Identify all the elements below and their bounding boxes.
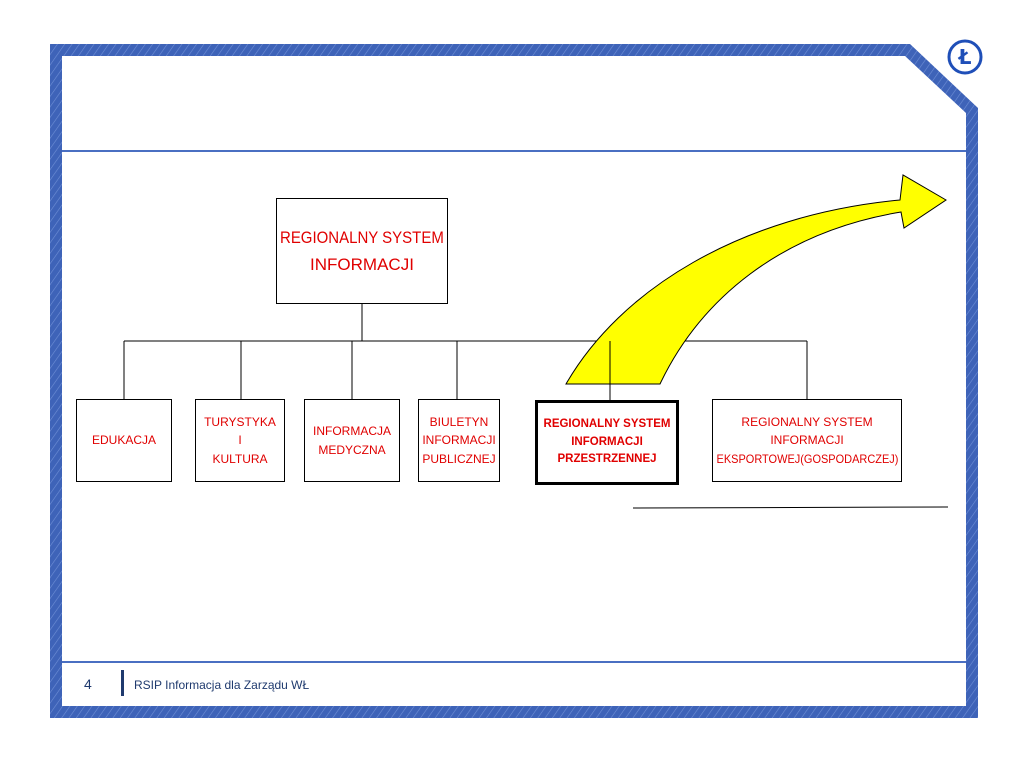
child-box-informacja-medyczna: INFORMACJA MEDYCZNA — [304, 399, 400, 482]
child-label: REGIONALNY SYSTEM — [741, 414, 873, 429]
logo-icon: Ł — [947, 39, 983, 75]
child-label: REGIONALNY SYSTEM — [543, 417, 671, 430]
page-number: 4 — [84, 676, 92, 692]
child-box-edukacja: EDUKACJA — [76, 399, 172, 482]
child-box-biuletyn: BIULETYN INFORMACJI PUBLICZNEJ — [418, 399, 500, 482]
underline-rule — [632, 506, 949, 509]
frame-border — [50, 44, 978, 718]
child-label: MEDYCZNA — [318, 442, 386, 457]
connectors — [123, 304, 808, 399]
child-box-eksportowa: REGIONALNY SYSTEM INFORMACJI EKSPORTOWEJ… — [712, 399, 902, 482]
root-line-1: REGIONALNY SYSTEM — [280, 227, 444, 247]
child-label: EKSPORTOWEJ(GOSPODARCZEJ) — [716, 451, 898, 466]
arrow-shape — [565, 174, 947, 385]
child-label: INFORMACJA — [313, 423, 391, 438]
child-label: I — [238, 433, 242, 448]
child-label: BIULETYN — [429, 414, 489, 429]
child-label: KULTURA — [212, 451, 268, 466]
child-label: TURYSTYKA — [204, 414, 276, 429]
footer-separator — [121, 670, 124, 696]
root-box: REGIONALNY SYSTEM INFORMACJI — [276, 198, 448, 304]
child-label: PUBLICZNEJ — [422, 451, 496, 466]
child-label: INFORMACJI — [422, 433, 496, 448]
logo-glyph: Ł — [958, 45, 972, 69]
root-line-2: INFORMACJI — [310, 255, 414, 274]
child-box-rsip-highlighted: REGIONALNY SYSTEM INFORMACJI PRZESTRZENN… — [535, 400, 679, 485]
child-label: EDUKACJA — [91, 433, 156, 448]
child-box-turystyka: TURYSTYKA I KULTURA — [195, 399, 285, 482]
child-label: INFORMACJI — [571, 435, 643, 448]
child-label: INFORMACJI — [770, 433, 844, 448]
footer-title: RSIP Informacja dla Zarządu WŁ — [134, 678, 310, 692]
child-label: PRZESTRZENNEJ — [557, 453, 657, 466]
